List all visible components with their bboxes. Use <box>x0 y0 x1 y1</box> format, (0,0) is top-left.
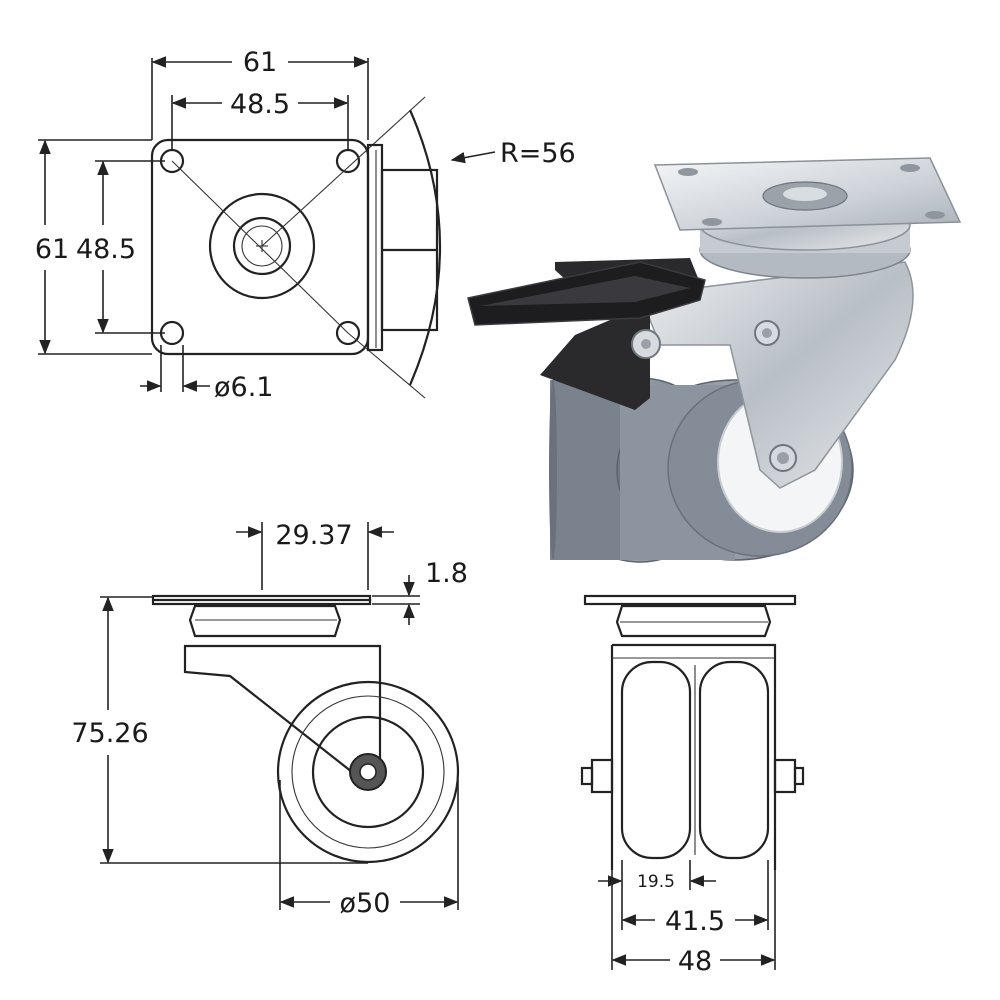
dim-wheel-diameter: ø50 <box>340 888 391 919</box>
dim-plate-thickness: 1.8 <box>425 558 468 589</box>
dim-top-height-holes: 48.5 <box>76 234 136 265</box>
front-plate <box>583 594 797 606</box>
side-view: 29.37 1.8 75.26 ø50 <box>71 520 468 919</box>
center-hub-ring <box>232 216 292 276</box>
side-plate <box>151 594 372 606</box>
dim-outer-width: 48 <box>678 946 712 977</box>
dim-top-height-outer: 61 <box>35 234 69 265</box>
center-hub-inner <box>241 225 283 267</box>
front-bearing <box>615 604 772 638</box>
bolt-hole-br <box>335 320 361 346</box>
center-hub-outer <box>208 192 316 300</box>
caster-photo <box>467 157 962 563</box>
front-fork <box>610 643 777 870</box>
dim-height: 75.26 <box>71 718 148 749</box>
front-view: 19.5 41.5 48 <box>580 594 805 977</box>
side-wheel-hub <box>311 715 425 829</box>
dim-swing-radius: R=56 <box>500 138 576 169</box>
front-wheel-left <box>620 660 692 860</box>
dim-offset: 29.37 <box>275 520 352 551</box>
front-wheel-right <box>698 660 770 860</box>
side-bearing <box>188 604 342 638</box>
right-axle-nut <box>773 758 797 794</box>
fork-bracket <box>638 261 914 489</box>
dim-top-width-outer: 61 <box>243 47 277 78</box>
dim-top-width-holes: 48.5 <box>230 89 290 120</box>
side-bracket <box>366 143 384 352</box>
dim-wheel-width: 19.5 <box>637 872 675 892</box>
dim-inner-width: 41.5 <box>665 906 725 937</box>
left-axle-nut <box>590 758 614 794</box>
top-view: 61 48.5 61 48.5 R=56 ø6.1 <box>35 47 576 403</box>
dim-hole-diameter: ø6.1 <box>214 372 273 403</box>
swing-radius-arc <box>408 109 442 386</box>
side-wheel-outer <box>276 680 460 864</box>
side-fork <box>183 644 382 774</box>
